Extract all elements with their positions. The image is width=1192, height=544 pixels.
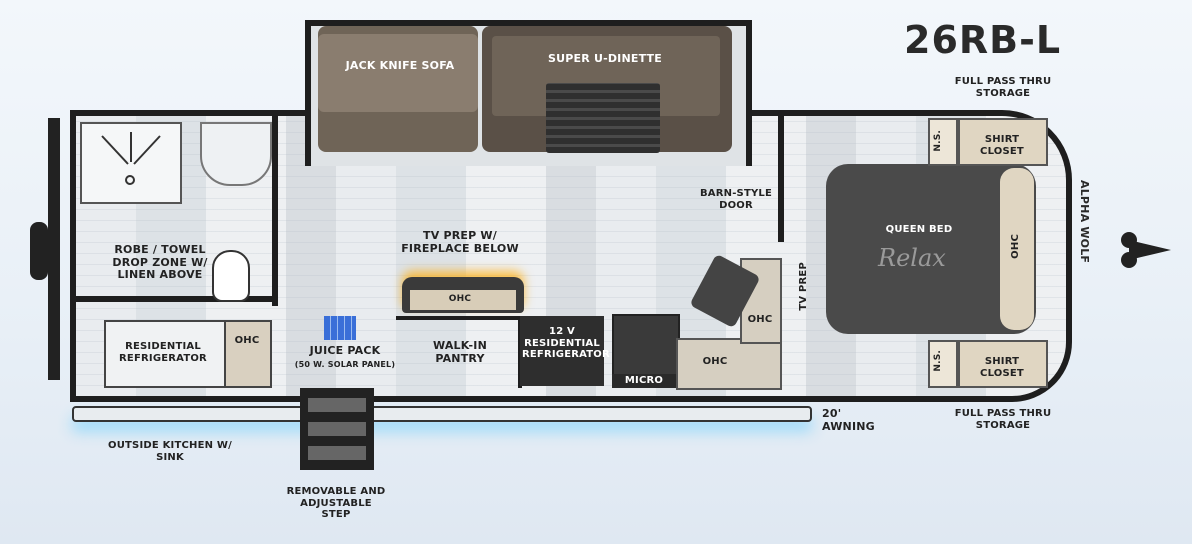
- bath-wall-side: [272, 116, 278, 306]
- step-tread-1: [308, 398, 366, 412]
- dinette-label: SUPER U-DINETTE: [548, 52, 662, 65]
- residential-fridge-label: RESIDENTIAL REFRIGERATOR: [119, 341, 207, 364]
- ohc-bath-cabinet: [224, 320, 272, 388]
- sofa-seat: [318, 34, 478, 112]
- step-label: REMOVABLE AND ADJUSTABLE STEP: [286, 486, 386, 520]
- tv-prep-bed-label: TV PREP: [798, 262, 809, 311]
- side-ohc-label: OHC: [747, 314, 773, 325]
- kitchen-ohc: [676, 338, 782, 390]
- bathroom-sink: [200, 122, 272, 186]
- nightstand-bottom: [928, 340, 958, 388]
- hitch-icon: [1121, 232, 1171, 268]
- sofa-label: JACK KNIFE SOFA: [345, 59, 455, 72]
- shower-drain-icon: [101, 132, 161, 185]
- shirt-closet-top-label: SHIRT CLOSET: [980, 134, 1024, 157]
- barn-door-label: BARN-STYLE DOOR: [699, 188, 773, 211]
- rear-bumper: [48, 118, 60, 380]
- solar-panel-label: (50 W. SOLAR PANEL): [294, 360, 396, 369]
- juice-pack-label: JUICE PACK: [309, 344, 381, 357]
- 12v-refrigerator: [520, 316, 604, 386]
- stove-icon: [612, 314, 680, 378]
- shirt-closet-bottom-label: SHIRT CLOSET: [980, 356, 1024, 379]
- tv-prep-fireplace-label: TV PREP W/ FIREPLACE BELOW: [401, 229, 519, 255]
- bath-wall: [72, 296, 278, 302]
- ohc-bath-label: OHC: [234, 335, 260, 346]
- walk-in-pantry-label: WALK-IN PANTRY: [433, 339, 487, 365]
- queen-bed-label: QUEEN BED: [885, 224, 953, 235]
- fireplace-ohc-label: OHC: [448, 294, 472, 304]
- model-number: 26RB-L: [904, 18, 1062, 62]
- pass-thru-bottom-label: FULL PASS THRU STORAGE: [954, 408, 1052, 431]
- outside-kitchen-label: OUTSIDE KITCHEN W/ SINK: [108, 440, 232, 463]
- shirt-closet-bottom: [958, 340, 1048, 388]
- relax-logo: Relax: [878, 244, 946, 272]
- pass-thru-top-label: FULL PASS THRU STORAGE: [954, 76, 1052, 99]
- shower: [80, 122, 182, 204]
- ohc-bed-label: OHC: [1010, 234, 1021, 259]
- brand-logo: ALPHA WOLF: [1078, 180, 1091, 264]
- micro-label: MICRO: [624, 375, 664, 386]
- step-tread-2: [308, 422, 366, 436]
- dinette-table: [546, 83, 660, 153]
- awning-label: 20' AWNING: [822, 407, 875, 433]
- shirt-closet-top: [958, 118, 1048, 166]
- toilet-icon: [212, 250, 250, 302]
- pantry-wall: [396, 316, 520, 320]
- 12v-fridge-label: 12 V RESIDENTIAL REFRIGERATOR: [522, 326, 610, 360]
- microwave: [612, 374, 676, 388]
- solar-panel-icon: [324, 316, 356, 340]
- spare-tire: [30, 222, 48, 280]
- awning: [72, 406, 812, 422]
- robe-towel-label: ROBE / TOWEL DROP ZONE W/ LINEN ABOVE: [112, 243, 208, 282]
- step-tread-3: [308, 446, 366, 460]
- ns-top-label: N.S.: [933, 130, 943, 152]
- residential-refrigerator: [104, 320, 226, 388]
- fireplace-ohc: [410, 290, 516, 310]
- nightstand-top: [928, 118, 958, 166]
- ns-bottom-label: N.S.: [933, 350, 943, 372]
- kitchen-ohc-label: OHC: [702, 356, 728, 367]
- barn-door-wall: [778, 116, 784, 242]
- bed-headboard-ohc: [1000, 168, 1034, 330]
